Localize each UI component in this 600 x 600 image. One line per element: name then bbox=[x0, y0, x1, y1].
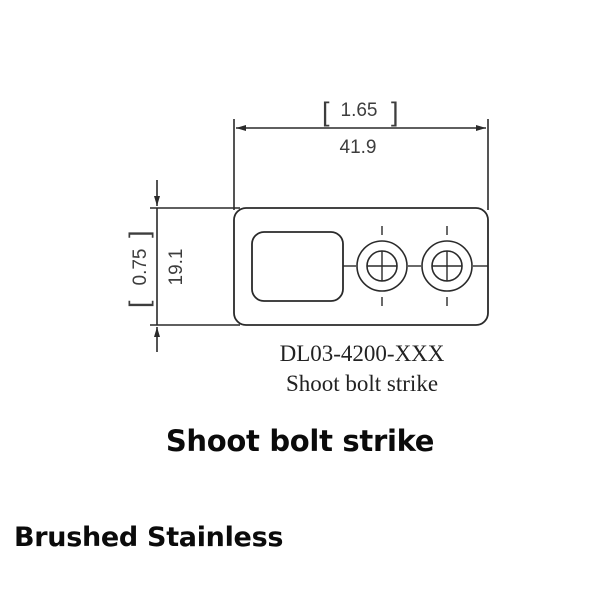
height-mm-label: 19.1 bbox=[166, 249, 187, 286]
screw-hole-2 bbox=[421, 226, 473, 306]
width-inches-label: 1.65 bbox=[341, 100, 378, 121]
bracket-open-vertical: [ bbox=[124, 300, 154, 308]
bracket-close: ] bbox=[391, 97, 399, 127]
bracket-open: [ bbox=[322, 97, 330, 127]
width-dimension: [ ] 1.65 41.9 bbox=[233, 97, 489, 210]
screw-hole-1 bbox=[356, 226, 408, 306]
bracket-close-vertical: ] bbox=[124, 230, 154, 238]
part-name-label: Shoot bolt strike bbox=[286, 371, 438, 396]
bolt-pocket bbox=[251, 231, 344, 302]
part-number-label: DL03-4200-XXX bbox=[280, 341, 445, 366]
strike-plate-outline bbox=[233, 207, 489, 326]
product-finish: Brushed Stainless bbox=[14, 522, 284, 553]
height-inches-label: 0.75 bbox=[130, 249, 151, 286]
width-mm-label: 41.9 bbox=[340, 137, 377, 158]
height-dimension: [ ] 0.75 19.1 bbox=[124, 180, 240, 352]
product-title: Shoot bolt strike bbox=[165, 424, 435, 458]
